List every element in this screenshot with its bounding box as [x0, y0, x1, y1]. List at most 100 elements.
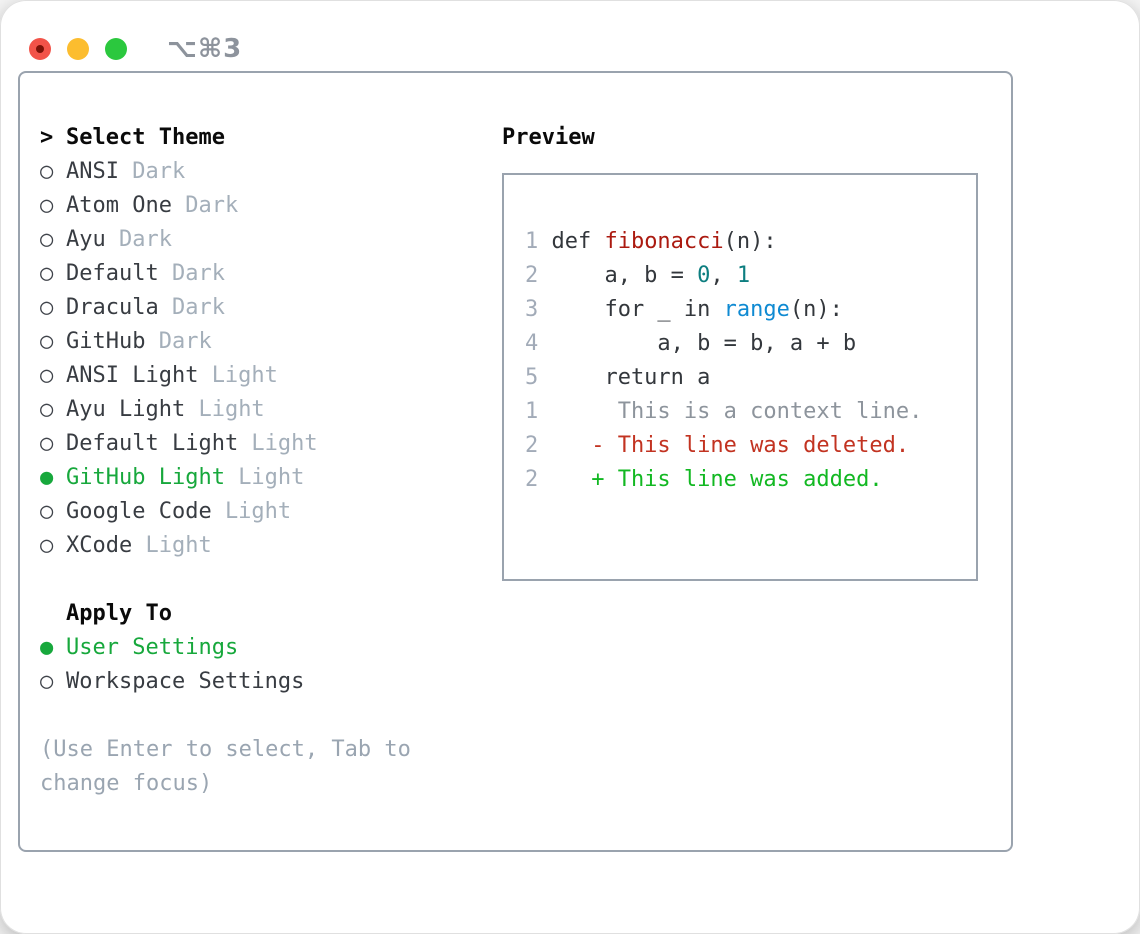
code-segment-num: 0: [697, 263, 711, 288]
theme-variant-label: Dark: [118, 227, 172, 252]
preview-header: Preview: [502, 125, 595, 150]
code-line: 2 + This line was added.: [525, 463, 966, 497]
select-theme-header-label: Select Theme: [66, 125, 225, 150]
theme-name: Ayu: [66, 227, 106, 252]
code-line: 2 - This line was deleted.: [525, 429, 966, 463]
theme-name: ANSI Light: [66, 363, 199, 388]
apply-option-label: User Settings: [66, 635, 239, 660]
theme-name: GitHub: [66, 329, 146, 354]
radio-unselected-icon: ○: [40, 431, 54, 456]
theme-name: ANSI: [66, 159, 119, 184]
code-line: 5 return a: [525, 361, 966, 395]
radio-unselected-icon: ○: [40, 533, 54, 558]
theme-variant-label: Dark: [171, 295, 225, 320]
radio-unselected-icon: ○: [40, 295, 54, 320]
theme-variant-label: Dark: [158, 329, 212, 354]
code-segment-code: (n):: [789, 297, 843, 322]
radio-selected-icon: ●: [40, 635, 54, 660]
theme-option-default[interactable]: ○ Default Dark: [40, 257, 502, 291]
theme-name: Ayu Light: [66, 397, 186, 422]
radio-unselected-icon: ○: [40, 669, 54, 694]
radio-selected-icon: ●: [40, 465, 54, 490]
radio-unselected-icon: ○: [40, 261, 54, 286]
code-line: 1 This is a context line.: [525, 395, 966, 429]
select-theme-header: > Select Theme: [40, 121, 502, 155]
theme-name: Dracula: [66, 295, 159, 320]
code-content: a, b = b, a + b: [551, 327, 856, 361]
apply-to-list: ● User Settings ○ Workspace Settings: [40, 631, 502, 699]
theme-name: Atom One: [66, 193, 172, 218]
code-content: for _ in range(n):: [551, 293, 842, 327]
code-segment-builtin: range: [723, 297, 790, 322]
apply-option-label: Workspace Settings: [66, 669, 305, 694]
cursor-prompt-icon: >: [40, 125, 54, 150]
code-line: 4 a, b = b, a + b: [525, 327, 966, 361]
spacer: [40, 563, 502, 597]
theme-variant-label: Dark: [132, 159, 186, 184]
radio-unselected-icon: ○: [40, 397, 54, 422]
line-number: 5: [525, 365, 539, 390]
apply-to-header: Apply To: [40, 597, 502, 631]
theme-variant-label: Light: [224, 499, 292, 524]
line-number: 2: [525, 467, 539, 492]
theme-option-github[interactable]: ○ GitHub Dark: [40, 325, 502, 359]
code-segment-added: + This line was added.: [551, 467, 883, 492]
code-segment-code: return a: [551, 365, 711, 390]
radio-unselected-icon: ○: [40, 193, 54, 218]
theme-name: XCode: [66, 533, 133, 558]
apply-to-indent: [40, 597, 66, 631]
code-content: a, b = 0, 1: [551, 259, 750, 293]
minimize-button[interactable]: [67, 37, 89, 60]
theme-name: Default: [66, 261, 159, 286]
help-text: (Use Enter to select, Tab to change focu…: [40, 737, 411, 796]
code-content: - This line was deleted.: [551, 429, 909, 463]
theme-variant-label: Dark: [185, 193, 239, 218]
radio-unselected-icon: ○: [40, 499, 54, 524]
titlebar: ⌥⌘3: [0, 0, 1140, 71]
radio-unselected-icon: ○: [40, 159, 54, 184]
radio-unselected-icon: ○: [40, 363, 54, 388]
code-segment-code: for _ in: [551, 297, 724, 322]
code-segment-num: 1: [736, 263, 751, 288]
code-segment-func: fibonacci: [604, 229, 724, 254]
theme-variant-label: Dark: [171, 261, 225, 286]
line-number: 3: [525, 297, 539, 322]
close-button[interactable]: [29, 37, 51, 60]
line-number: 2: [525, 263, 539, 288]
code-line: 3 for _ in range(n):: [525, 293, 966, 327]
theme-variant-label: Light: [238, 465, 305, 490]
theme-option-ansi[interactable]: ○ ANSI Dark: [40, 155, 502, 189]
line-number: 2: [525, 433, 539, 458]
theme-option-atom-one[interactable]: ○ Atom One Dark: [40, 189, 502, 223]
code-segment-code: a, b =: [551, 263, 698, 288]
code-segment-code: (n):: [723, 229, 777, 254]
radio-unselected-icon: ○: [40, 227, 54, 252]
apply-to-header-label: Apply To: [66, 601, 172, 626]
radio-unselected-icon: ○: [40, 329, 54, 354]
theme-option-ayu[interactable]: ○ Ayu Dark: [40, 223, 502, 257]
code-content: def fibonacci(n):: [551, 225, 776, 259]
apply-option-workspace-settings[interactable]: ○ Workspace Settings: [40, 665, 502, 699]
line-number: 4: [525, 331, 539, 356]
theme-option-dracula[interactable]: ○ Dracula Dark: [40, 291, 502, 325]
code-segment-code: a, b = b, a + b: [551, 331, 857, 356]
apply-option-user-settings[interactable]: ● User Settings: [40, 631, 502, 665]
code-line: 2 a, b = 0, 1: [525, 259, 966, 293]
code-content: + This line was added.: [551, 463, 882, 497]
code-segment-context: This is a context line.: [551, 399, 923, 424]
zoom-button[interactable]: [105, 37, 127, 60]
